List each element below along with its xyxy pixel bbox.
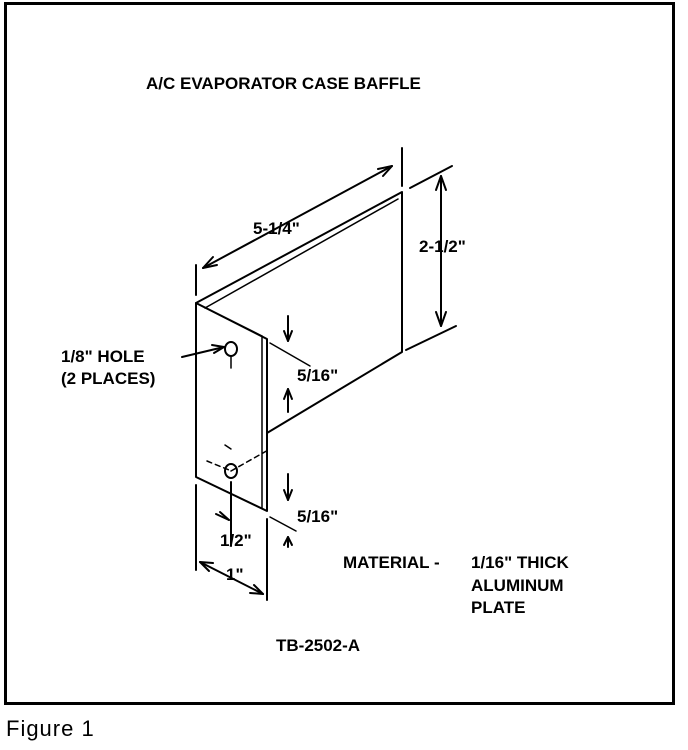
- hole-bottom: [224, 463, 238, 479]
- dim-line-length: [202, 165, 393, 269]
- material-line3: PLATE: [471, 598, 526, 617]
- diagram-title: A/C EVAPORATOR CASE BAFFLE: [146, 74, 421, 93]
- dim-label-hole-spacing-top: 5/16": [297, 366, 339, 385]
- dim-label-hole-spacing-bottom: 5/16": [297, 507, 339, 526]
- material-line2: ALUMINUM: [471, 576, 564, 595]
- dim-line-flange: [199, 561, 264, 595]
- dim-label-height: 2-1/2": [419, 237, 466, 256]
- figure-caption: Figure 1: [6, 716, 95, 741]
- material-line1: 1/16" THICK: [471, 553, 569, 572]
- hole-callout-line2: (2 PLACES): [61, 369, 156, 388]
- figure-frame: [4, 2, 675, 705]
- dim-label-hole-offset: 1/2": [220, 531, 252, 550]
- dim-label-flange-width: 1": [226, 565, 244, 584]
- dim-label-length: 5-1/4": [253, 219, 300, 238]
- hole-top: [224, 341, 238, 357]
- material-label: MATERIAL -: [343, 553, 440, 572]
- drawing-number: TB-2502-A: [276, 636, 361, 655]
- hole-leader: [181, 346, 225, 358]
- hole-callout-line1: 1/8" HOLE: [61, 347, 145, 366]
- baffle-flange: [195, 302, 268, 512]
- baffle-plate: [195, 191, 403, 434]
